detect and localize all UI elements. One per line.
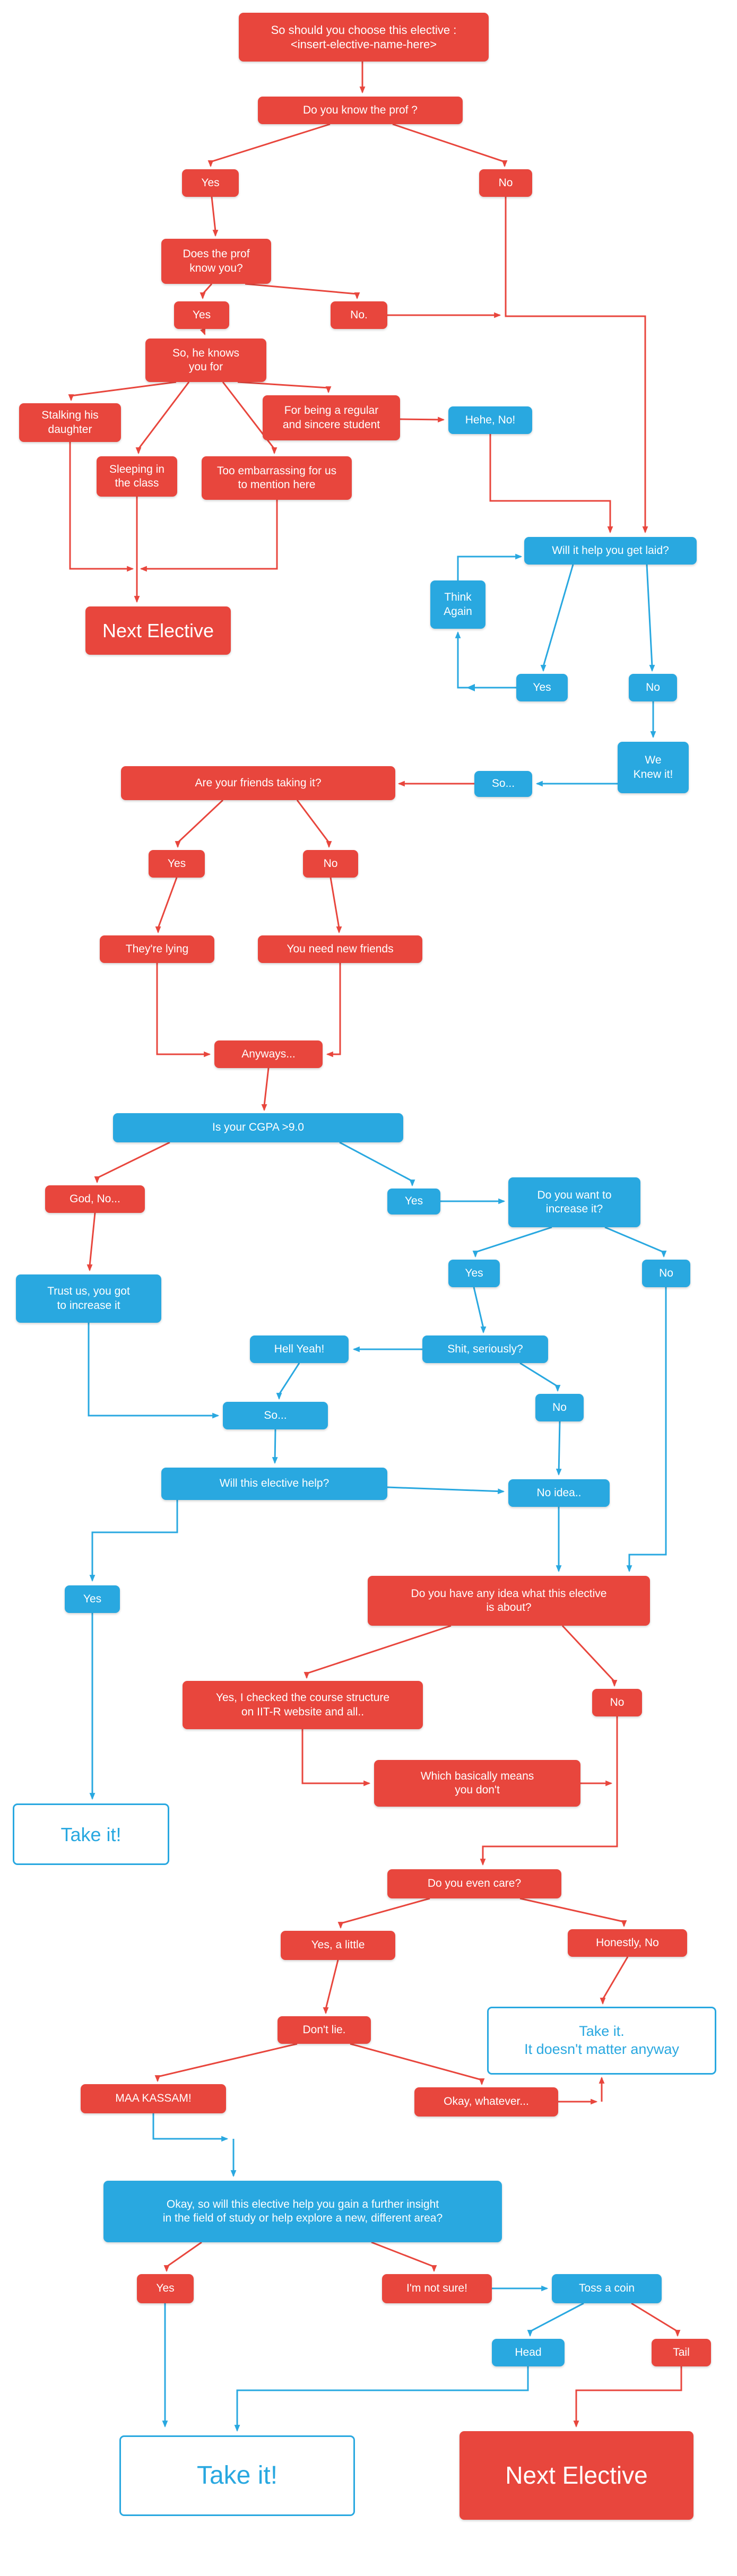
node-hehe-no: Hehe, No! xyxy=(448,406,532,434)
node-no-idea: No idea.. xyxy=(508,1479,610,1507)
node-get-laid-no: No xyxy=(629,674,677,701)
node-know-prof-question: Do you know the prof ? xyxy=(258,97,463,124)
node-insight-question: Okay, so will this elective help you gai… xyxy=(103,2181,502,2242)
node-know-prof-no: No xyxy=(479,169,532,197)
node-elective-title-question: So should you choose this elective : <in… xyxy=(239,13,489,62)
node-cgpa-yes: Yes xyxy=(387,1189,440,1215)
node-shit-seriously: Shit, seriously? xyxy=(422,1335,548,1363)
node-too-embarrassing: Too embarrassing for us to mention here xyxy=(202,456,352,500)
node-elective-help-question: Will this elective help? xyxy=(161,1468,387,1500)
node-prof-know-you-no: No. xyxy=(331,301,387,329)
node-prof-know-you-question: Does the prof know you? xyxy=(161,239,271,284)
node-anyways: Anyways... xyxy=(214,1040,323,1068)
node-take-it-2: Take it. It doesn't matter anyway xyxy=(487,2007,716,2075)
node-get-laid-yes: Yes xyxy=(516,674,568,701)
node-so-2: So... xyxy=(223,1402,328,1429)
node-god-no: God, No... xyxy=(45,1185,145,1213)
node-toss-a-coin: Toss a coin xyxy=(552,2274,662,2303)
node-friends-taking-question: Are your friends taking it? xyxy=(121,766,395,800)
node-maa-kassam: MAA KASSAM! xyxy=(81,2084,226,2113)
node-need-new-friends: You need new friends xyxy=(258,935,422,963)
node-trust-us: Trust us, you got to increase it xyxy=(16,1274,161,1323)
node-head: Head xyxy=(492,2339,565,2366)
node-next-elective-1: Next Elective xyxy=(85,606,231,655)
node-friends-yes: Yes xyxy=(149,850,205,878)
node-take-it-3: Take it! xyxy=(119,2435,355,2516)
node-friends-no: No xyxy=(303,850,358,878)
node-increase-question: Do you want to increase it? xyxy=(508,1177,640,1227)
node-honestly-no: Honestly, No xyxy=(568,1929,687,1957)
node-theyre-lying: They're lying xyxy=(100,935,214,963)
node-checked-course-structure: Yes, I checked the course structure on I… xyxy=(183,1681,423,1729)
node-knows-you-for: So, he knows you for xyxy=(145,339,266,382)
node-help-yes: Yes xyxy=(65,1585,120,1613)
node-hell-yeah: Hell Yeah! xyxy=(250,1335,349,1363)
node-get-laid-question: Will it help you get laid? xyxy=(524,537,697,565)
node-so-1: So... xyxy=(474,771,532,797)
node-increase-no: No xyxy=(642,1260,690,1287)
node-im-not-sure: I'm not sure! xyxy=(382,2274,492,2303)
node-prof-know-you-yes: Yes xyxy=(174,301,229,329)
node-okay-whatever: Okay, whatever... xyxy=(414,2087,558,2117)
node-idea-no: No xyxy=(592,1689,642,1716)
node-tail: Tail xyxy=(652,2339,711,2366)
node-regular-sincere-student: For being a regular and sincere student xyxy=(263,395,400,440)
node-insight-yes: Yes xyxy=(137,2274,194,2303)
node-dont-lie: Don't lie. xyxy=(278,2016,371,2044)
node-we-knew-it: We Knew it! xyxy=(618,742,689,793)
node-care-yes-a-little: Yes, a little xyxy=(281,1931,395,1960)
node-know-prof-yes: Yes xyxy=(182,169,239,197)
node-any-idea-question: Do you have any idea what this elective … xyxy=(368,1576,650,1626)
node-seriously-no: No xyxy=(535,1394,584,1421)
node-sleeping-in-class: Sleeping in the class xyxy=(97,456,177,497)
node-think-again: Think Again xyxy=(430,580,485,629)
node-cgpa-question: Is your CGPA >9.0 xyxy=(113,1113,403,1142)
node-increase-yes: Yes xyxy=(448,1260,500,1287)
node-basically-means: Which basically means you don't xyxy=(374,1760,580,1807)
node-even-care-question: Do you even care? xyxy=(387,1869,561,1898)
node-stalking-daughter: Stalking his daughter xyxy=(19,403,121,442)
node-take-it-1: Take it! xyxy=(13,1803,169,1865)
node-next-elective-2: Next Elective xyxy=(459,2431,693,2520)
